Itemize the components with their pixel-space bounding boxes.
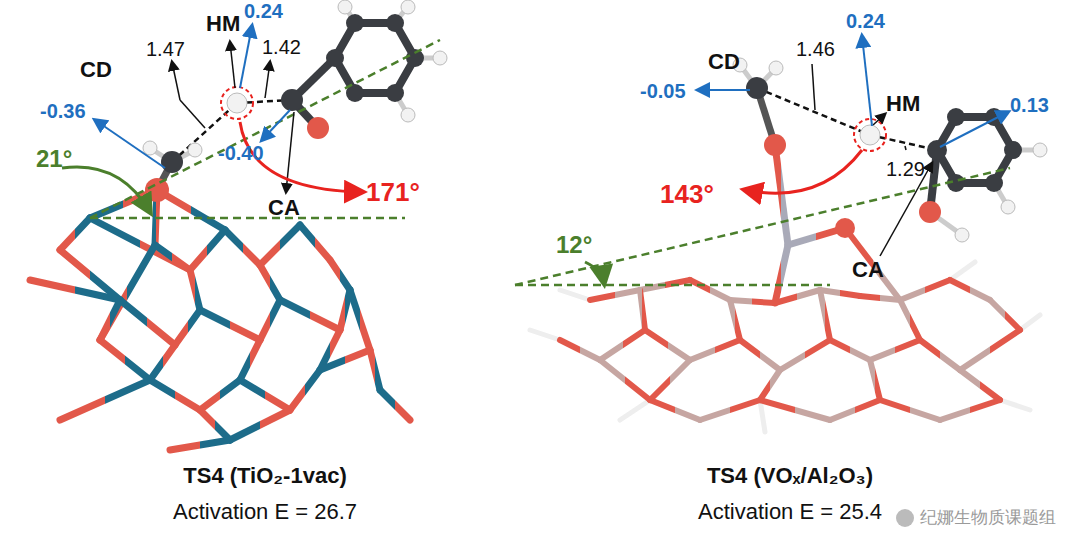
label-anchor: 1.46 bbox=[796, 38, 835, 60]
tio2-surface bbox=[30, 190, 410, 450]
angle-value: 171° bbox=[366, 178, 420, 207]
atom-label: HM bbox=[206, 12, 240, 36]
label-anchor: 纪娜生物质课题组 bbox=[920, 508, 1056, 527]
label-anchor: 0.13 bbox=[1010, 94, 1049, 116]
angle-value: 143° bbox=[660, 180, 714, 209]
charge-value: -0.05 bbox=[640, 80, 686, 102]
structure-title: TS4 (VOₓ/Al₂O₃) bbox=[707, 464, 873, 488]
label-anchor: Activation E = 25.4 bbox=[698, 500, 882, 524]
label-anchor: 171° bbox=[366, 178, 420, 207]
label-anchor: 1.47 bbox=[146, 38, 185, 60]
charge-value: -0.36 bbox=[40, 100, 86, 122]
label-anchor: -0.40 bbox=[218, 142, 264, 164]
activation-energy: Activation E = 26.7 bbox=[173, 500, 357, 524]
activation-energy: Activation E = 25.4 bbox=[698, 500, 882, 524]
label-anchor: CD bbox=[80, 58, 112, 82]
left-annotations bbox=[62, 26, 440, 218]
label-anchor: HM bbox=[886, 92, 920, 116]
bond-length: 1.42 bbox=[262, 36, 301, 58]
label-anchor: 143° bbox=[660, 180, 714, 209]
right-adsorbate bbox=[733, 58, 1047, 242]
label-anchor: HM bbox=[206, 12, 240, 36]
label-anchor: -0.05 bbox=[640, 80, 686, 102]
bond-length: 1.47 bbox=[146, 38, 185, 60]
label-anchor: -0.36 bbox=[40, 100, 86, 122]
charge-value: 0.24 bbox=[846, 10, 885, 32]
label-anchor: CD bbox=[708, 50, 740, 74]
atom-label: CA bbox=[268, 196, 300, 220]
label-anchor: 0.24 bbox=[244, 0, 283, 22]
charge-value: -0.40 bbox=[218, 142, 264, 164]
label-anchor: CA bbox=[268, 196, 300, 220]
charge-value: 0.13 bbox=[1010, 94, 1049, 116]
bond-length: 1.29 bbox=[886, 158, 925, 180]
atom-label: CD bbox=[80, 58, 112, 82]
angle-value: 21° bbox=[36, 146, 72, 172]
structure-title: TS4 (TiO₂-1vac) bbox=[183, 464, 346, 488]
label-anchor: TS4 (VOₓ/Al₂O₃) bbox=[707, 464, 873, 488]
watermark-text: 纪娜生物质课题组 bbox=[920, 508, 1056, 527]
atom-label: CD bbox=[708, 50, 740, 74]
label-anchor: 0.24 bbox=[846, 10, 885, 32]
bond-length: 1.46 bbox=[796, 38, 835, 60]
label-anchor: 1.29 bbox=[886, 158, 925, 180]
angle-value: 12° bbox=[556, 232, 592, 258]
atom-label: CA bbox=[852, 258, 884, 282]
atom-label: HM bbox=[886, 92, 920, 116]
charge-value: 0.24 bbox=[244, 0, 283, 22]
alumina-surface bbox=[530, 145, 1040, 432]
label-anchor: Activation E = 26.7 bbox=[173, 500, 357, 524]
label-anchor: 21° bbox=[36, 146, 72, 172]
label-anchor: 12° bbox=[556, 232, 592, 258]
right-annotations bbox=[515, 36, 1010, 527]
label-anchor: CA bbox=[852, 258, 884, 282]
label-anchor: TS4 (TiO₂-1vac) bbox=[183, 464, 346, 488]
label-anchor: 1.42 bbox=[262, 36, 301, 58]
left-adsorbate bbox=[143, 0, 447, 202]
